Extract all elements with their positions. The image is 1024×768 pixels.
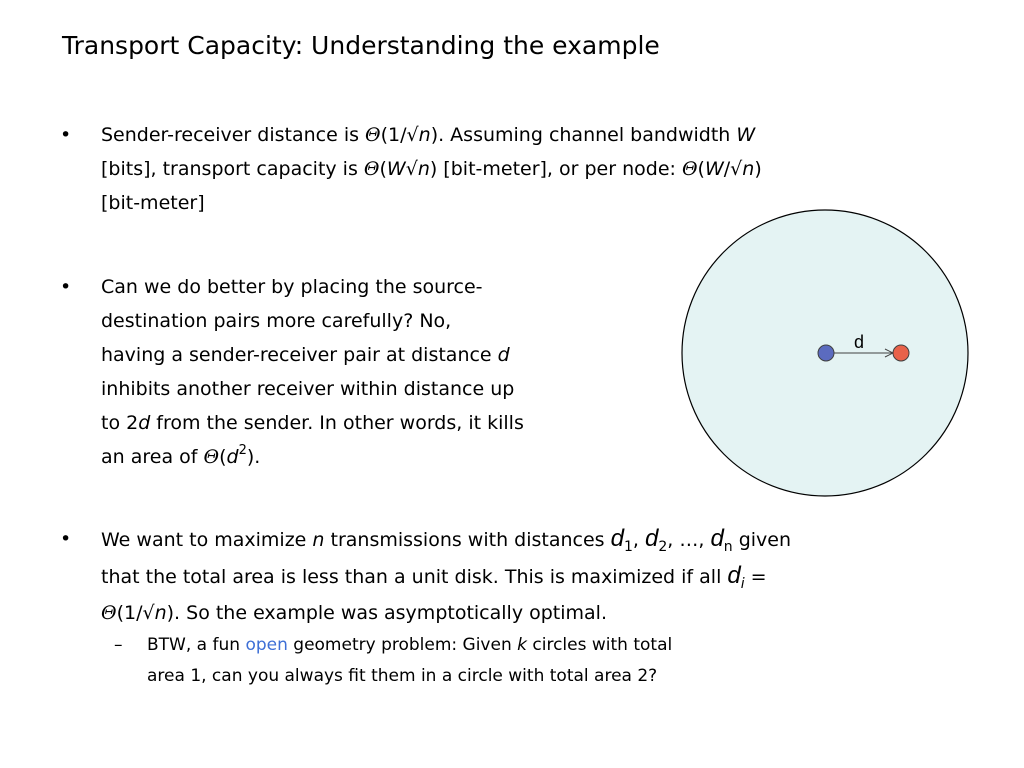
bullet-text: We want to maximize n transmissions with… <box>101 522 940 630</box>
bullet-maximize-transmissions: • We want to maximize n transmissions wi… <box>60 522 940 630</box>
text-line: BTW, a fun open geometry problem: Given … <box>147 635 673 655</box>
text-line: inhibits another receiver within distanc… <box>101 378 515 400</box>
bullet-marker: • <box>60 124 72 146</box>
text-line: Can we do better by placing the source- <box>101 276 483 298</box>
text-line: Θ(1/√n). So the example was asymptotical… <box>101 602 607 624</box>
bullet-source-destination-placement: • Can we do better by placing the source… <box>60 270 650 477</box>
text-line: We want to maximize n transmissions with… <box>101 525 792 555</box>
bullet-sender-receiver-distance: • Sender-receiver distance is Θ(1/√n). A… <box>60 118 930 220</box>
bullet-marker: • <box>60 276 72 298</box>
open-problem-link[interactable]: open <box>245 635 288 655</box>
text-line: having a sender-receiver pair at distanc… <box>101 344 510 366</box>
sender-receiver-disk-diagram: d <box>681 209 969 497</box>
text-line: [bit-meter] <box>101 192 205 214</box>
receiver-node <box>892 344 910 362</box>
slide-title: Transport Capacity: Understanding the ex… <box>62 31 660 60</box>
bullet-text: Sender-receiver distance is Θ(1/√n). Ass… <box>101 118 930 220</box>
text-line: destination pairs more carefully? No, <box>101 310 452 332</box>
text-line: [bits], transport capacity is Θ(W√n) [bi… <box>101 158 762 180</box>
text-line: area 1, can you always fit them in a cir… <box>147 666 658 686</box>
sub-bullet-open-problem: – BTW, a fun open geometry problem: Give… <box>114 630 814 692</box>
sub-bullet-marker: – <box>114 635 123 655</box>
sender-node <box>817 344 835 362</box>
bullet-text: Can we do better by placing the source- … <box>101 270 650 477</box>
text-line: to 2d from the sender. In other words, i… <box>101 412 524 434</box>
text-line: that the total area is less than a unit … <box>101 562 767 592</box>
text-line: Sender-receiver distance is Θ(1/√n). Ass… <box>101 124 756 146</box>
bullet-marker: • <box>60 528 72 550</box>
sub-bullet-text: BTW, a fun open geometry problem: Given … <box>147 630 814 692</box>
distance-label: d <box>854 332 864 352</box>
text-line: an area of Θ(d2). <box>101 443 261 468</box>
